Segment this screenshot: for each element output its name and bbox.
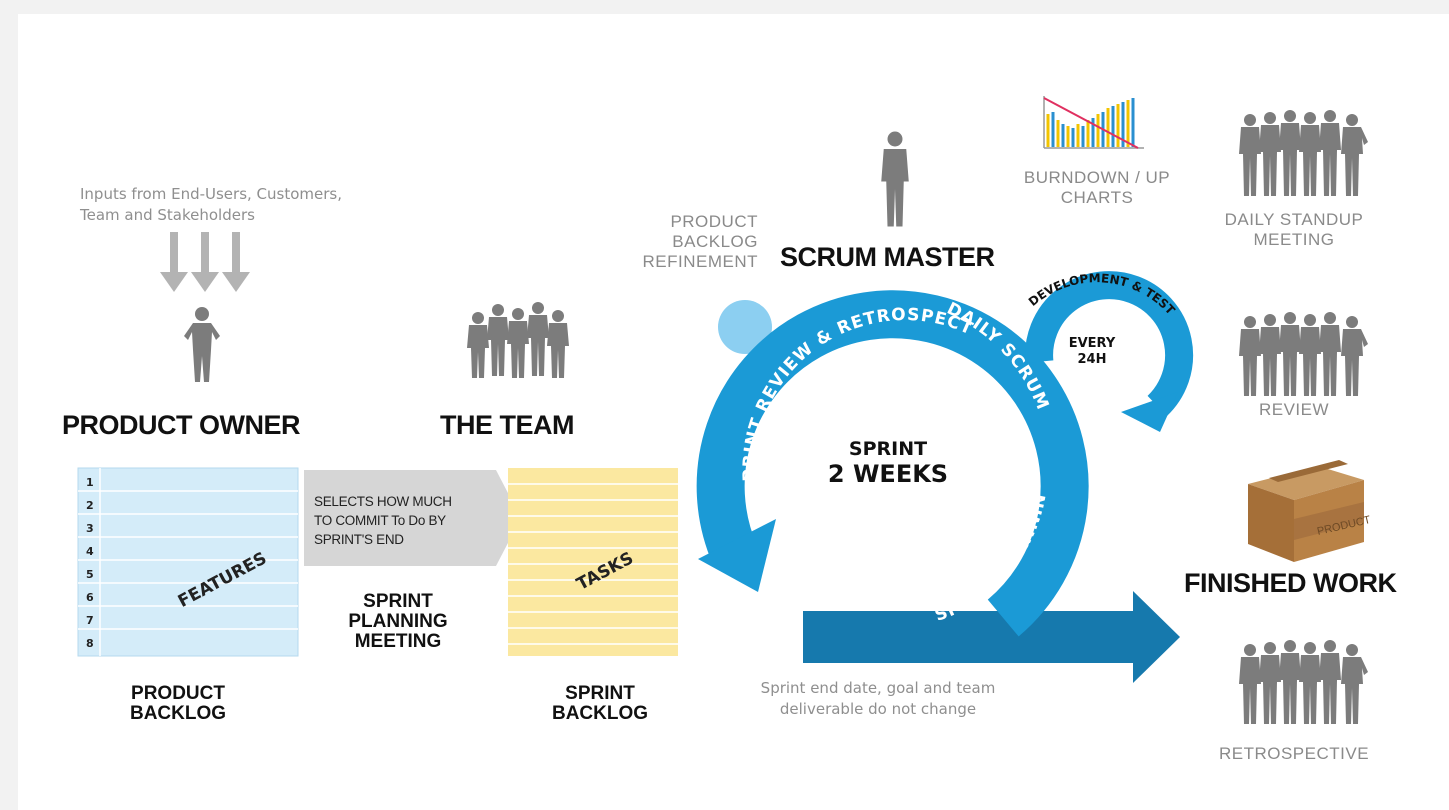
sprint-center-line1: SPRINT bbox=[848, 438, 928, 460]
selects-line3: SPRINT'S END bbox=[314, 532, 404, 547]
sb-line2: BACKLOG bbox=[551, 703, 649, 724]
sprint-center-label: SPRINT 2 WEEKS bbox=[818, 438, 958, 488]
sprint-note: Sprint end date, goal and team deliverab… bbox=[728, 678, 1028, 720]
scrum-master-person-icon bbox=[881, 131, 909, 227]
finished-work-label: FINISHED WORK bbox=[1184, 568, 1397, 598]
spm-line2: PLANNING bbox=[348, 611, 448, 632]
backlog-num-4: 4 bbox=[86, 545, 94, 558]
sprint-center-line2: 2 WEEKS bbox=[827, 460, 949, 488]
backlog-num-3: 3 bbox=[86, 522, 94, 535]
product-box-icon: PRODUCT bbox=[1248, 460, 1372, 562]
retrospective-label: RETROSPECTIVE bbox=[1218, 744, 1370, 763]
finished-work-arrow bbox=[803, 591, 1180, 683]
sprint-note-line1: Sprint end date, goal and team bbox=[760, 679, 996, 697]
standup-group-icon bbox=[1239, 110, 1368, 196]
product-backlog-label: PRODUCT BACKLOG bbox=[108, 684, 248, 724]
sprint-backlog-label: SPRINT BACKLOG bbox=[530, 684, 670, 724]
refinement-line3: REFINEMENT bbox=[642, 252, 758, 271]
backlog-num-8: 8 bbox=[86, 637, 94, 650]
refinement-label: PRODUCT BACKLOG REFINEMENT bbox=[622, 212, 758, 272]
backlog-num-2: 2 bbox=[86, 499, 94, 512]
burndown-line2: CHARTS bbox=[1060, 188, 1134, 207]
inputs-text-line2: Team and Stakeholders bbox=[80, 206, 255, 224]
input-arrows bbox=[160, 232, 250, 292]
every-line1: EVERY bbox=[1068, 336, 1116, 351]
burndown-line1: BURNDOWN / UP bbox=[1023, 168, 1171, 187]
backlog-num-5: 5 bbox=[86, 568, 94, 581]
backlog-num-7: 7 bbox=[86, 614, 94, 627]
selects-line1: SELECTS HOW MUCH bbox=[314, 494, 452, 509]
every-line2: 24H bbox=[1077, 352, 1107, 367]
sprint-note-line2: deliverable do not change bbox=[779, 700, 977, 718]
the-team-label: THE TEAM bbox=[440, 410, 575, 440]
scrum-master-label: SCRUM MASTER bbox=[780, 242, 995, 272]
standup-label: DAILY STANDUP MEETING bbox=[1204, 210, 1384, 250]
pb-line2: BACKLOG bbox=[129, 703, 227, 724]
standup-line2: MEETING bbox=[1253, 230, 1335, 249]
retrospective-group-icon bbox=[1239, 640, 1368, 724]
inputs-text-line1: Inputs from End-Users, Customers, bbox=[80, 185, 343, 203]
inputs-text: Inputs from End-Users, Customers, Team a… bbox=[80, 184, 342, 226]
review-group-icon bbox=[1239, 312, 1368, 396]
sb-line1: SPRINT bbox=[565, 683, 635, 704]
every-24h-label: EVERY 24H bbox=[1062, 336, 1122, 368]
product-backlog-table: 1 2 3 4 5 6 7 8 FEATURES bbox=[77, 467, 299, 657]
diagram-graphics: PRODUCT 1 2 3 4 5 6 7 bbox=[18, 14, 1372, 724]
spm-line1: SPRINT bbox=[363, 591, 433, 612]
scrum-diagram: Inputs from End-Users, Customers, Team a… bbox=[18, 14, 1449, 810]
selects-text: SELECTS HOW MUCH TO COMMIT To Do BY SPRI… bbox=[314, 492, 452, 549]
sprint-planning-meeting-label: SPRINT PLANNING MEETING bbox=[328, 592, 468, 652]
cycle-arrowhead bbox=[698, 519, 776, 592]
backlog-num-6: 6 bbox=[86, 591, 94, 604]
review-label: REVIEW bbox=[1258, 400, 1330, 419]
product-owner-label: PRODUCT OWNER bbox=[62, 410, 301, 440]
burndown-label: BURNDOWN / UP CHARTS bbox=[992, 168, 1202, 208]
product-owner-person-icon bbox=[184, 307, 220, 382]
pb-line1: PRODUCT bbox=[131, 683, 225, 704]
refinement-line1: PRODUCT bbox=[670, 212, 758, 231]
sprint-backlog-table: TASKS bbox=[508, 468, 678, 656]
burndown-chart-icon bbox=[1043, 96, 1144, 149]
refinement-dot bbox=[718, 300, 772, 354]
selects-line2: TO COMMIT To Do BY bbox=[314, 513, 446, 528]
spm-line3: MEETING bbox=[354, 631, 442, 652]
backlog-num-1: 1 bbox=[86, 476, 94, 489]
standup-line1: DAILY STANDUP bbox=[1224, 210, 1364, 229]
selects-arrow-shape bbox=[304, 470, 521, 566]
refinement-line2: BACKLOG bbox=[672, 232, 758, 251]
team-group-icon bbox=[467, 302, 569, 378]
